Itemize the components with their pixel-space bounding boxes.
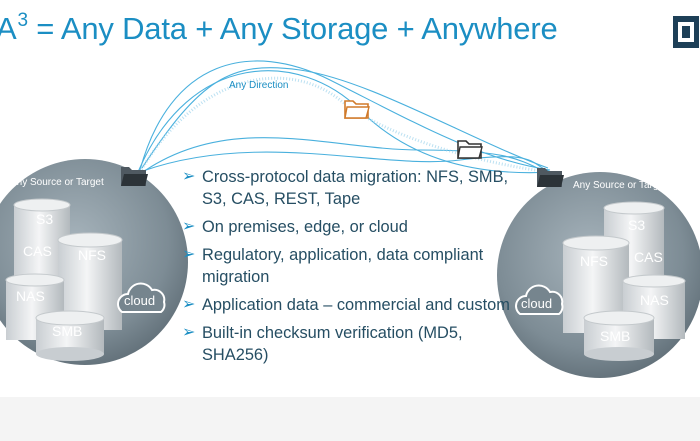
right-smb-label: SMB <box>600 328 630 344</box>
left-s3-label: S3 <box>36 211 53 227</box>
right-nfs-label: NFS <box>580 253 608 269</box>
feature-item: ➢Built-in checksum verification (MD5, SH… <box>182 324 463 364</box>
arrow-bullet-icon: ➢ <box>182 168 196 185</box>
folder-icon-gray <box>457 140 483 159</box>
migration-paths-dotted <box>138 76 551 174</box>
left-storage-circle: Any Source or Target S3 CAS NFS NAS SMB … <box>0 159 188 365</box>
page-title: A3 = Any Data + Any Storage + Anywhere <box>0 10 558 46</box>
bottom-band <box>0 397 700 441</box>
feature-list: ➢Cross-protocol data migration: NFS, SMB… <box>182 166 512 372</box>
arrow-bullet-icon: ➢ <box>182 246 196 263</box>
right-s3-label: S3 <box>628 217 645 233</box>
left-folder-icon <box>121 167 148 186</box>
right-storage-circle: Any Source or Target S3 CAS NFS NAS SMB … <box>497 168 700 378</box>
right-circle-label: Any Source or Target <box>573 180 667 191</box>
arrow-bullet-icon: ➢ <box>182 324 196 341</box>
left-smb-label: SMB <box>52 323 82 339</box>
arrow-bullet-icon: ➢ <box>182 296 196 313</box>
right-cloud-label: cloud <box>521 296 552 311</box>
right-folder-icon <box>537 168 564 187</box>
logo-icon <box>673 16 699 48</box>
folder-icon-orange <box>344 100 370 119</box>
feature-item: ➢Regulatory, application, data compliant… <box>182 246 484 286</box>
left-nfs-label: NFS <box>78 247 106 263</box>
right-nas-label: NAS <box>640 292 669 308</box>
left-nas-label: NAS <box>16 288 45 304</box>
path-label: Any Direction <box>229 80 288 91</box>
left-cloud-label: cloud <box>124 293 155 308</box>
arrow-bullet-icon: ➢ <box>182 218 196 235</box>
left-cloud-icon: cloud <box>117 282 166 313</box>
feature-item: ➢Application data – commercial and custo… <box>182 296 510 314</box>
feature-item: ➢Cross-protocol data migration: NFS, SMB… <box>182 168 509 208</box>
right-cloud-icon: cloud <box>515 284 564 315</box>
feature-item: ➢On premises, edge, or cloud <box>182 218 408 236</box>
left-circle-label: Any Source or Target <box>10 177 104 188</box>
right-cas-label: CAS <box>634 249 663 265</box>
left-cas-label: CAS <box>23 243 52 259</box>
